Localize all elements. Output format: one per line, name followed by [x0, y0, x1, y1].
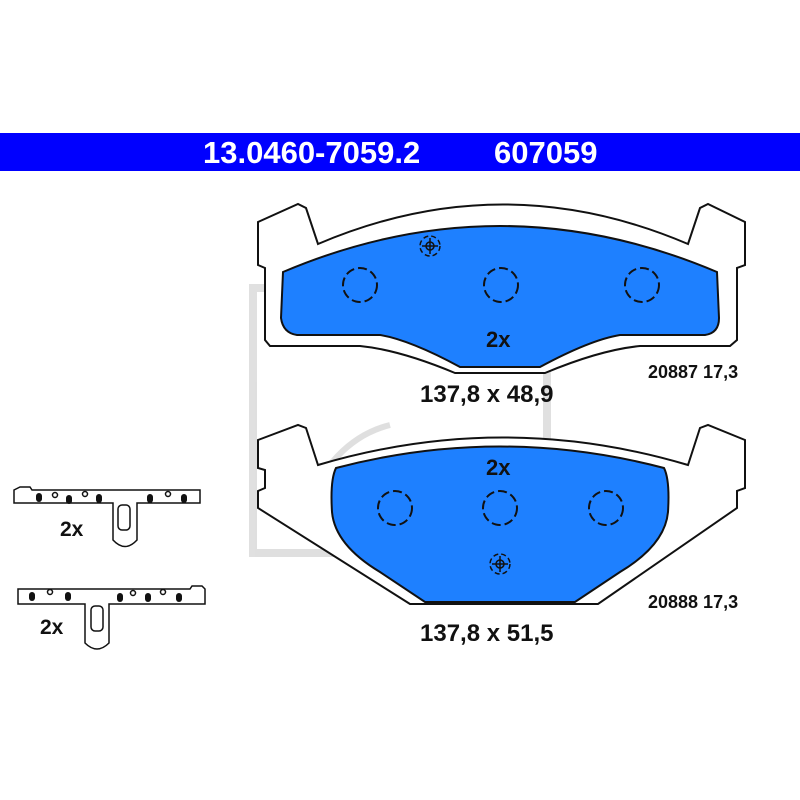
rivet-hole-icon [377, 490, 413, 526]
rivet-hole-icon [483, 267, 519, 303]
friction-material-1 [279, 225, 721, 368]
pad-1-code: 20887 17,3 [648, 362, 739, 382]
part-number: 13.0460-7059.2 [203, 135, 421, 170]
rivet-hole-icon [588, 490, 624, 526]
pad-1-dimensions: 137,8 x 48,9 [420, 381, 554, 408]
rivet-hole-icon [482, 490, 518, 526]
retaining-clip-2 [17, 585, 206, 650]
pad-2-code: 20888 17,3 [648, 592, 739, 612]
rivet-hole-icon [624, 267, 660, 303]
pad-1-quantity: 2x [486, 327, 511, 352]
crosshair-target-icon [489, 553, 511, 575]
retaining-clip-1 [13, 486, 201, 548]
header-bar: 13.0460-7059.2 607059 [0, 133, 800, 171]
crosshair-target-icon [419, 235, 441, 257]
brake-pad-1 [257, 202, 746, 374]
short-number: 607059 [494, 135, 598, 170]
clip-1-quantity: 2x [60, 518, 84, 541]
pad-2-dimensions: 137,8 x 51,5 [420, 620, 554, 647]
rivet-hole-icon [342, 267, 378, 303]
pad-2-quantity: 2x [486, 455, 511, 480]
clip-2-quantity: 2x [40, 616, 64, 639]
brake-pad-2 [257, 423, 746, 605]
